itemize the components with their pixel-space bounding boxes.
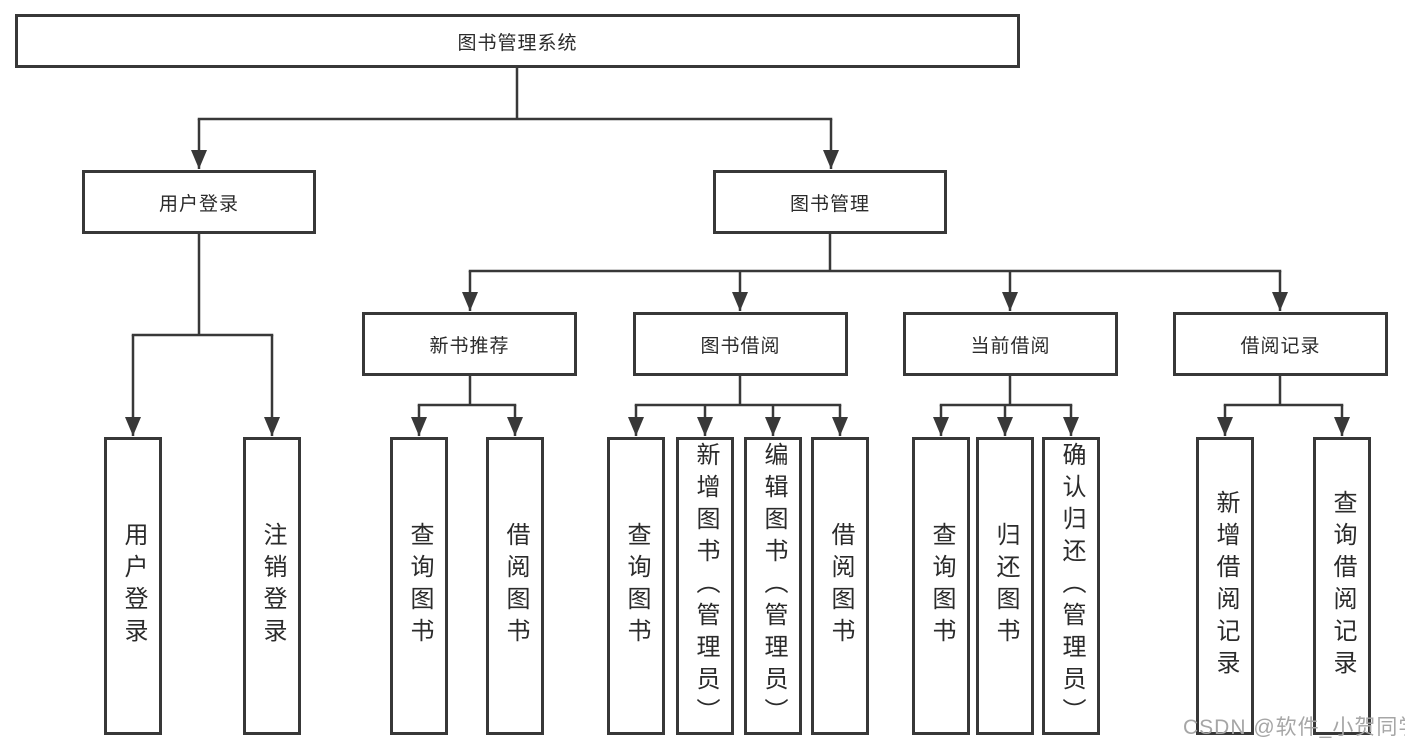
leaf-query-books-borrowing: 查询图书: [607, 437, 665, 735]
leaf-query-borrow-record: 查询借阅记录: [1313, 437, 1371, 735]
leaf-query-books-current: 查询图书: [912, 437, 970, 735]
leaf-confirm-return-admin: 确认归还（管理员）: [1042, 437, 1100, 735]
node-new-book-recommendation: 新书推荐: [362, 312, 577, 376]
node-book-management: 图书管理: [713, 170, 947, 234]
node-user-login: 用户登录: [82, 170, 316, 234]
leaf-add-books-admin: 新增图书（管理员）: [676, 437, 734, 735]
node-library-management-system: 图书管理系统: [15, 14, 1020, 68]
leaf-logout: 注销登录: [243, 437, 301, 735]
leaf-return-books: 归还图书: [976, 437, 1034, 735]
leaf-user-login: 用户登录: [104, 437, 162, 735]
leaf-query-books-recommend: 查询图书: [390, 437, 448, 735]
leaf-borrow-books: 借阅图书: [811, 437, 869, 735]
leaf-edit-books-admin: 编辑图书（管理员）: [744, 437, 802, 735]
leaf-borrow-books-recommend: 借阅图书: [486, 437, 544, 735]
node-book-borrowing: 图书借阅: [633, 312, 848, 376]
leaf-add-borrow-record: 新增借阅记录: [1196, 437, 1254, 735]
csdn-watermark: CSDN @软件_小贺同学: [1183, 716, 1405, 739]
node-borrowing-records: 借阅记录: [1173, 312, 1388, 376]
node-current-borrowing: 当前借阅: [903, 312, 1118, 376]
